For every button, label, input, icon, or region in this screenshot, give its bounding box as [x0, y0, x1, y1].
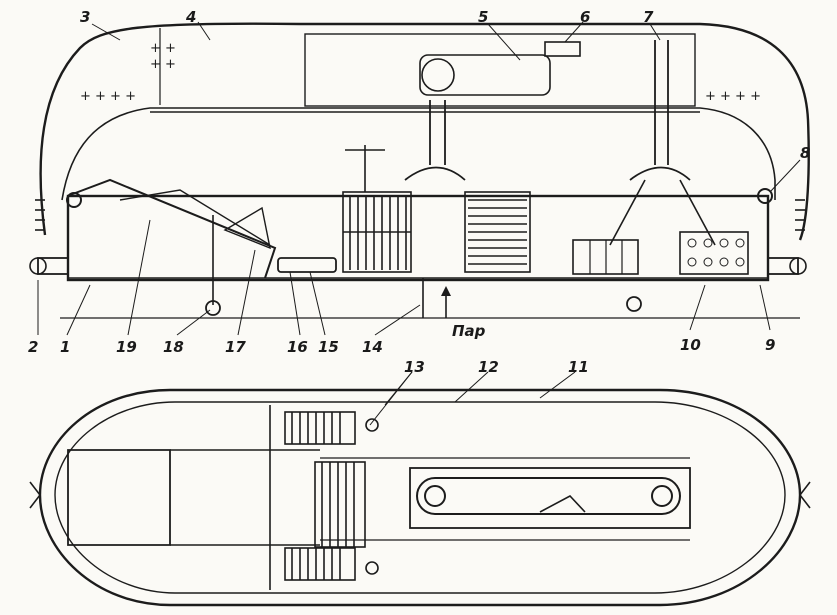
- tank-body: [66, 194, 770, 282]
- rack-a: [342, 191, 412, 273]
- handwheel-13a: [365, 418, 379, 432]
- side-elevation: + ++ + + + + + + + + +: [29, 22, 810, 319]
- callout-7: 7: [643, 8, 654, 26]
- belt-pulley-left: [424, 485, 446, 507]
- outer-shell: [39, 22, 810, 241]
- coupler-right: [767, 257, 807, 275]
- callout-2: 2: [28, 338, 38, 356]
- callout-9: 9: [765, 336, 775, 354]
- leader-lines: [37, 21, 801, 426]
- callout-3: 3: [80, 8, 90, 26]
- plan-outer-shell: [38, 388, 802, 607]
- plan-grid-top: [284, 411, 356, 445]
- tensioner: [539, 495, 586, 513]
- handwheel-13b: [365, 561, 379, 575]
- plan-grid-bottom: [284, 547, 356, 581]
- chute-19: [69, 178, 277, 279]
- plan-coupler-left: [29, 481, 42, 509]
- callout-5: 5: [478, 8, 488, 26]
- svg-text:+ + + +: + + + +: [80, 89, 136, 104]
- callout-17: 17: [225, 338, 246, 356]
- drive-belt: [416, 477, 681, 515]
- wheel-18: [205, 300, 221, 316]
- callout-18: 18: [163, 338, 184, 356]
- plan-frame: [409, 467, 691, 529]
- motor-5: [419, 54, 551, 96]
- chute-inner: [119, 189, 271, 246]
- callout-12: 12: [478, 358, 499, 376]
- hanger-left: [404, 100, 466, 181]
- callout-13: 13: [404, 358, 425, 376]
- wheel-right: [626, 296, 642, 312]
- svg-text:+ +: + +: [150, 57, 176, 72]
- block-stack: [572, 239, 639, 275]
- plan-inner-shell: [54, 401, 786, 594]
- callout-6: 6: [580, 8, 590, 26]
- side-ribs: [35, 199, 805, 231]
- svg-text:+ + + +: + + + +: [705, 89, 761, 104]
- steam-arrowhead: [441, 286, 451, 296]
- plan-grid-mid: [314, 461, 366, 548]
- inner-shell: [61, 107, 776, 201]
- plan-chamber: [67, 449, 171, 546]
- hanger-right: [609, 40, 716, 246]
- callout-4: 4: [185, 8, 196, 26]
- callout-14: 14: [362, 338, 383, 356]
- callout-8: 8: [800, 144, 810, 162]
- tray-15: [277, 257, 337, 273]
- insulation-marks: + ++ + + + + + + + + +: [80, 41, 761, 104]
- coupler-left: [29, 257, 69, 275]
- rack-b: [464, 191, 531, 273]
- callout-10: 10: [680, 336, 701, 354]
- callout-11: 11: [568, 358, 589, 376]
- callout-1: 1: [60, 338, 70, 356]
- nozzle-panel-10: [679, 231, 749, 275]
- callout-labels: 3 4 5 6 7 8 9 10 11 12 13 14 15 16 17 18…: [28, 8, 810, 376]
- upper-equipment-bay: [304, 33, 696, 107]
- gearbox-6: [544, 41, 581, 57]
- callout-19: 19: [116, 338, 137, 356]
- plan-coupler-right: [798, 481, 811, 509]
- motor-pulley: [421, 58, 455, 92]
- plan-view: [29, 388, 811, 607]
- callout-15: 15: [318, 338, 339, 356]
- steam-label: Пар: [452, 322, 486, 340]
- sector-17: [223, 206, 271, 250]
- belt-pulley-right: [651, 485, 673, 507]
- roller-8: [757, 188, 773, 204]
- svg-text:+ +: + +: [150, 41, 176, 56]
- stirrer: [345, 145, 385, 192]
- callout-16: 16: [287, 338, 308, 356]
